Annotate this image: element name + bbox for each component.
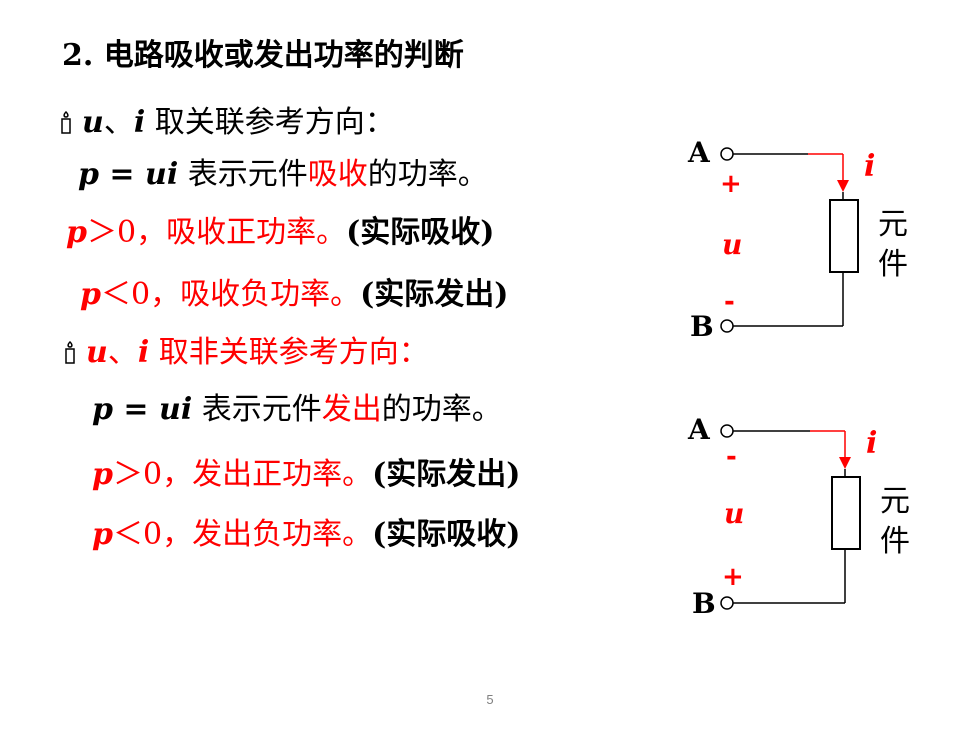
heading-text: 电路吸收或发出功率的判断	[93, 38, 464, 73]
case1-neg-p: p	[80, 277, 101, 312]
case2-i: i	[137, 335, 150, 370]
case1-formula-post: 的功率。	[367, 157, 488, 192]
voltage-u-label: u	[722, 228, 742, 261]
case1-formula: p = ui 表示元件吸收的功率。	[78, 160, 488, 190]
current-i-label: i	[866, 426, 877, 461]
case1-positive: p＞0，吸收正功率。(实际吸收)	[66, 218, 494, 248]
terminal-b-node	[720, 596, 734, 610]
case1-rest: 取关联参考方向：	[145, 105, 395, 140]
page-number: 5	[486, 692, 494, 707]
terminal-a-label: A	[687, 413, 711, 446]
case2-formula-lhs: p = ui	[92, 392, 193, 427]
heading-number: 2.	[62, 38, 94, 73]
case2-neg-note: (实际吸收)	[372, 517, 521, 552]
case2-neg-p: p	[92, 517, 113, 552]
current-arrowhead	[837, 180, 849, 192]
case1-negative: p＜0，吸收负功率。(实际发出)	[80, 280, 508, 310]
case2-formula-highlight: 发出	[321, 392, 382, 427]
terminal-a-label: A	[687, 136, 711, 169]
voltage-u-label: u	[724, 497, 744, 530]
case2-positive: p＞0，发出正功率。(实际发出)	[92, 460, 520, 490]
case1-i: i	[133, 105, 146, 140]
terminal-a-node	[720, 147, 734, 161]
case1-pos-note: (实际吸收)	[346, 215, 495, 250]
polarity-top-sign: +	[720, 169, 742, 199]
element-label-1: 元	[878, 207, 908, 242]
element-resistor-box	[831, 476, 861, 550]
case1-pos-p: p	[66, 215, 87, 250]
terminal-b-label: B	[690, 310, 714, 343]
element-label-2: 件	[880, 524, 910, 559]
case2-formula-pre: 表示元件	[192, 392, 322, 427]
case1-formula-highlight: 吸收	[307, 157, 368, 192]
case2-u: u	[86, 335, 108, 370]
candle-bullet-icon	[65, 341, 75, 364]
case2-negative: p＜0，发出负功率。(实际吸收)	[92, 520, 520, 550]
case2-rest: 取非关联参考方向：	[149, 335, 429, 370]
case2-sep: 、	[107, 335, 138, 370]
case2-title: u、i 取非关联参考方向：	[62, 338, 429, 368]
slide-heading: 2. 电路吸收或发出功率的判断	[62, 41, 464, 71]
case1-neg-note: (实际发出)	[360, 277, 509, 312]
element-label-2: 件	[878, 247, 908, 282]
case1-formula-pre: 表示元件	[178, 157, 308, 192]
case2-neg-cond: ＜0，发出负功率。	[112, 517, 373, 552]
terminal-b-node	[720, 319, 734, 333]
current-i-label: i	[864, 149, 875, 184]
polarity-bottom-sign: -	[724, 287, 735, 317]
case1-pos-cond: ＞0，吸收正功率。	[86, 215, 347, 250]
case1-neg-cond: ＜0，吸收负功率。	[100, 277, 361, 312]
case1-title: u、i 取关联参考方向：	[58, 108, 395, 138]
current-arrowhead	[839, 457, 851, 469]
circuit-diagram-associated: A B i + u - 元 件	[687, 136, 908, 343]
circuit-diagram-non-associated: A B i - u + 元 件	[687, 413, 910, 620]
element-resistor-box	[829, 199, 859, 273]
polarity-top-sign: -	[726, 442, 737, 472]
case2-pos-cond: ＞0，发出正功率。	[112, 457, 373, 492]
case2-pos-note: (实际发出)	[372, 457, 521, 492]
case1-sep: 、	[103, 105, 134, 140]
case1-formula-lhs: p = ui	[78, 157, 179, 192]
terminal-b-label: B	[692, 587, 716, 620]
case2-pos-p: p	[92, 457, 113, 492]
terminal-a-node	[720, 424, 734, 438]
case1-u: u	[82, 105, 104, 140]
case2-formula-post: 的功率。	[381, 392, 502, 427]
polarity-bottom-sign: +	[722, 562, 744, 592]
case2-formula: p = ui 表示元件发出的功率。	[92, 395, 502, 425]
element-label-1: 元	[880, 484, 910, 519]
candle-bullet-icon	[61, 111, 71, 134]
